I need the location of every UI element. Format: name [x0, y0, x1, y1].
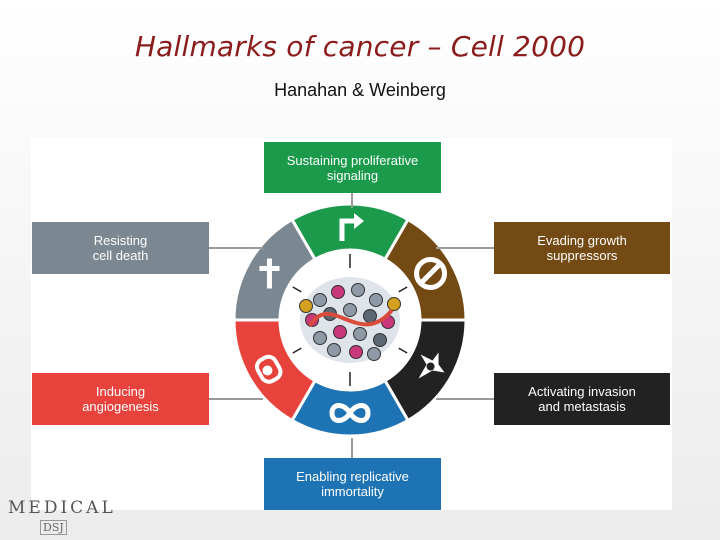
- hallmark-label-line2: and metastasis: [538, 399, 626, 414]
- tumor-cell: [363, 309, 377, 323]
- vessel-icon: [254, 354, 283, 384]
- slide-subtitle: Hanahan & Weinberg: [274, 80, 446, 100]
- tumor-cell-cluster: [292, 268, 408, 372]
- arrow-icon: [339, 213, 364, 241]
- tumor-cell: [351, 283, 365, 297]
- hallmarks-wheel: [209, 193, 494, 458]
- tumor-cell: [331, 285, 345, 299]
- hallmark-label-line1: Evading growth: [537, 233, 627, 248]
- tumor-cell: [327, 343, 341, 357]
- tumor-cell: [353, 327, 367, 341]
- infinity-icon: [329, 403, 371, 423]
- no-entry-icon: [414, 257, 448, 290]
- hallmark-label-line2: suppressors: [546, 248, 618, 263]
- blood-vessel: [308, 308, 394, 328]
- logo-subtext: DSJ: [40, 520, 67, 535]
- hallmark-label-line1: Sustaining proliferative: [286, 152, 419, 168]
- institution-logo: MEDICAL DSJ: [6, 486, 116, 536]
- hallmark-label-line1: Activating invasion: [528, 384, 636, 399]
- tumor-cell: [313, 331, 327, 345]
- hallmark-label-line1: Enabling replicative: [296, 469, 409, 484]
- hallmark-label-line1: Resisting: [93, 233, 148, 248]
- tumor-cell: [299, 299, 313, 313]
- slide-title: Hallmarks of cancer – Cell 2000: [134, 30, 586, 63]
- tumor-cell: [367, 347, 381, 361]
- tumor-cell: [373, 333, 387, 347]
- tumor-cell: [313, 293, 327, 307]
- tumor-cell: [343, 303, 357, 317]
- cross-icon: [259, 258, 280, 289]
- logo-text: MEDICAL: [8, 498, 116, 518]
- tumor-cell: [333, 325, 347, 339]
- tumor-cell: [369, 293, 383, 307]
- hallmark-label-line2: angiogenesis: [82, 399, 159, 414]
- tumor-cell: [387, 297, 401, 311]
- hallmark-label-line2: immortality: [321, 484, 384, 499]
- hallmark-label-line1: Inducing: [95, 384, 146, 399]
- hallmark-label-line2: signaling: [326, 167, 379, 183]
- hallmark-label-line2: cell death: [92, 248, 149, 263]
- metastasis-icon: [418, 352, 445, 379]
- tumor-cell: [349, 345, 363, 359]
